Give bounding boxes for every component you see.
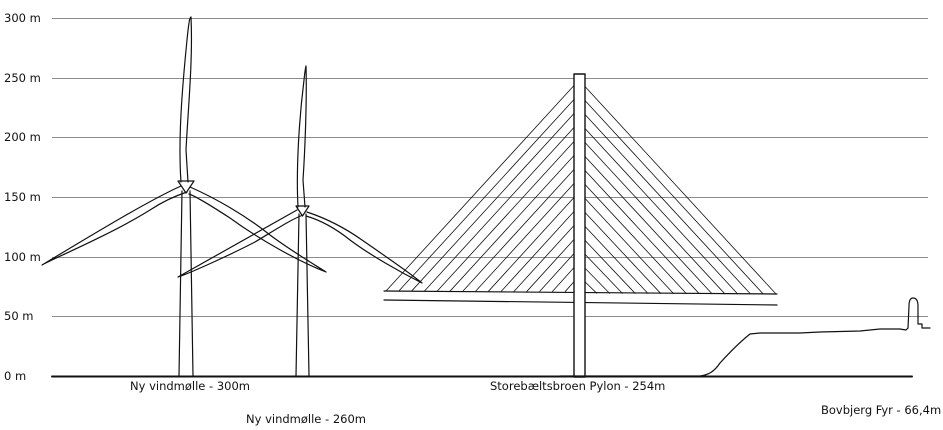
y-tick-label-50: 50 m bbox=[4, 308, 34, 323]
caption-pylon: Storebæltsbroen Pylon - 254m bbox=[490, 379, 666, 393]
turbine-260-tower bbox=[295, 213, 310, 377]
stay-cable bbox=[423, 121, 580, 292]
stay-cable bbox=[578, 163, 700, 295]
caption-lighthouse: Bovbjerg Fyr - 66,4m bbox=[821, 403, 942, 417]
turbine-260-blade-left bbox=[177, 209, 304, 278]
stay-cable bbox=[578, 219, 649, 294]
stay-cable bbox=[487, 191, 580, 292]
stay-cable bbox=[578, 107, 751, 295]
caption-turbine-260: Ny vindmølle - 260m bbox=[246, 412, 366, 426]
stay-cable bbox=[526, 233, 580, 292]
stay-cable bbox=[462, 163, 580, 292]
wind-turbine-300 bbox=[41, 16, 327, 377]
stay-cable bbox=[578, 191, 674, 295]
stay-cable bbox=[578, 177, 687, 295]
stay-cable bbox=[578, 79, 777, 295]
pylon-tower bbox=[573, 73, 586, 378]
y-tick-label-150: 150 m bbox=[4, 189, 41, 204]
turbine-300-nacelle bbox=[177, 180, 195, 194]
turbine-300-blade-right bbox=[188, 186, 327, 273]
y-tick-label-0: 0 m bbox=[4, 368, 27, 383]
stay-cable bbox=[385, 79, 580, 292]
stay-cable bbox=[578, 205, 662, 294]
y-tick-label-100: 100 m bbox=[4, 249, 41, 264]
turbine-260-blade-right bbox=[305, 211, 423, 284]
stay-cable bbox=[578, 233, 636, 294]
stay-cable bbox=[398, 93, 580, 292]
stay-cable bbox=[475, 177, 580, 292]
lighthouse-icon bbox=[907, 297, 931, 329]
bridge-pylon bbox=[383, 73, 778, 378]
wind-turbine-260 bbox=[177, 65, 423, 377]
stay-cable bbox=[539, 247, 580, 292]
stay-cable bbox=[578, 93, 764, 295]
stay-cable bbox=[578, 121, 738, 295]
caption-turbine-300: Ny vindmølle - 300m bbox=[130, 379, 250, 393]
stay-cable bbox=[449, 149, 580, 292]
y-tick-label-300: 300 m bbox=[4, 10, 41, 25]
stay-cable bbox=[578, 149, 713, 295]
turbine-300-blade-left bbox=[41, 185, 188, 266]
stay-cable bbox=[436, 135, 580, 292]
turbine-300-tower bbox=[178, 190, 194, 377]
cliff-profile bbox=[559, 327, 909, 377]
stay-cable bbox=[500, 205, 580, 292]
y-tick-label-250: 250 m bbox=[4, 70, 41, 85]
stay-cable bbox=[411, 107, 580, 292]
turbine-260-nacelle bbox=[295, 205, 310, 217]
y-tick-label-200: 200 m bbox=[4, 129, 41, 144]
turbine-260-blade-up bbox=[296, 65, 307, 208]
turbine-300-blade-up bbox=[179, 16, 193, 183]
stay-cable bbox=[578, 247, 623, 294]
coast-profile bbox=[559, 297, 931, 377]
stay-cable bbox=[513, 219, 580, 292]
stay-cable bbox=[578, 135, 726, 295]
